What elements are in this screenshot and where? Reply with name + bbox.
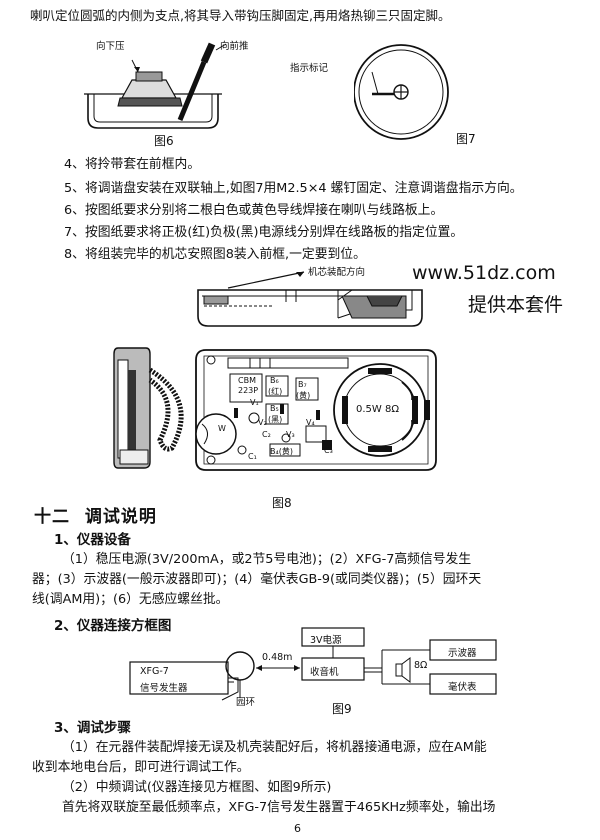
fig8-direction-label: 机芯装配方向 xyxy=(308,267,366,278)
watermark-slogan: 提供本套件 xyxy=(468,294,564,316)
page-number: 6 xyxy=(294,822,301,835)
figure-7 xyxy=(354,44,449,140)
figure-9-diagram xyxy=(129,627,497,701)
fig8-b7-color: (黄) xyxy=(296,391,311,400)
fig6-caption: 图6 xyxy=(154,134,174,148)
subsection-3-title: 3、调试步骤 xyxy=(54,720,131,736)
fig8-b6-color: (红) xyxy=(268,387,283,396)
procedure-line-2: 收到本地电台后，即可进行调试工作。 xyxy=(32,760,250,775)
fig8-b5: B₅ xyxy=(270,404,279,413)
fig6-push-label: 向前推 xyxy=(220,41,249,52)
fig8-v3: V₃ xyxy=(286,430,295,439)
fig9-caption: 图9 xyxy=(332,702,352,716)
fig6-press-label: 向下压 xyxy=(96,41,125,52)
fig7-label: 指示标记 xyxy=(290,63,329,74)
fig8-b7: B₇ xyxy=(298,380,307,389)
section-title: 调试说明 xyxy=(84,507,157,527)
fig9-ohm: 8Ω xyxy=(414,660,428,671)
fig8-c1: C₁ xyxy=(248,452,257,461)
fig8-caption: 图8 xyxy=(272,496,292,510)
watermark-url: www.51dz.com xyxy=(412,262,556,284)
fig9-loop-label: 园环 xyxy=(236,697,256,708)
fig9-mv-box: 毫伏表 xyxy=(448,682,477,693)
equipment-line-3: 线(调AM用)；(6）无感应螺丝批。 xyxy=(32,592,229,607)
figure-8-front-view xyxy=(113,347,437,471)
fig8-chip-line1: CBM xyxy=(238,376,256,385)
subsection-2-title: 2、仪器连接方框图 xyxy=(54,618,172,634)
equipment-line-2: 器；(3）示波器(一般示波器即可)；(4）毫伏表GB-9(或同类仪器)；(5）园… xyxy=(32,572,482,587)
fig9-power-box: 3V电源 xyxy=(310,635,342,646)
fig9-distance: 0.48m xyxy=(262,652,293,663)
fig7-caption: 图7 xyxy=(456,132,476,146)
fig8-chip-line2: 223P xyxy=(238,386,259,395)
fig9-generator-line1: XFG-7 xyxy=(140,666,169,677)
subsection-1-title: 1、仪器设备 xyxy=(54,532,131,548)
step-7: 7、按图纸要求将正极(红)负极(黑)电源线分别焊在线路板的指定位置。 xyxy=(64,225,464,240)
procedure-line-1: （1）在元器件装配焊接无误及机壳装配好后，将机器接通电源，应在AM能 xyxy=(62,740,487,755)
fig8-c2: C₂ xyxy=(262,430,271,439)
section-number: 十二 xyxy=(34,507,70,527)
procedure-line-3: （2）中频调试(仪器连接见方框图、如图9所示) xyxy=(62,780,332,795)
fig8-b6: B₆ xyxy=(270,376,279,385)
intro-text: 喇叭定位圆弧的内侧为支点,将其导入带钩压脚固定,再用烙热铆三只固定脚。 xyxy=(30,8,451,23)
figure-8-side-view xyxy=(197,271,423,327)
equipment-line-1: （1）稳压电源(3V/200mA，或2节5号电池)；(2）XFG-7高频信号发生 xyxy=(62,552,472,567)
fig9-generator-line2: 信号发生器 xyxy=(140,683,188,694)
fig8-v4: V₄ xyxy=(306,418,315,427)
step-8: 8、将组装完毕的机芯安照图8装入前框,一定要到位。 xyxy=(64,247,366,262)
fig8-speaker-text: 0.5W 8Ω xyxy=(356,404,399,415)
figure-6 xyxy=(84,42,227,129)
fig8-b4: B₄(黄) xyxy=(270,447,293,456)
step-6: 6、按图纸要求分别将二根白色或黄色导线焊接在喇叭与线路板上。 xyxy=(64,203,444,218)
fig8-w: W xyxy=(218,424,226,433)
fig9-radio-box: 收音机 xyxy=(310,667,339,678)
procedure-line-4: 首先将双联旋至最低频率点，XFG-7信号发生器置于465KHz频率处，输出场 xyxy=(62,800,496,815)
step-4: 4、将拎带套在前框内。 xyxy=(64,157,201,172)
fig9-scope-box: 示波器 xyxy=(448,648,477,659)
fig8-c3: C₃ xyxy=(324,446,333,455)
fig8-b5-color: (黑) xyxy=(268,415,283,424)
fig8-v2: V₂ xyxy=(258,418,267,427)
fig8-v1: V₁ xyxy=(250,398,259,407)
step-5: 5、将调谐盘安装在双联轴上,如图7用M2.5×4 螺钉固定、注意调谐盘指示方向。 xyxy=(64,181,523,196)
